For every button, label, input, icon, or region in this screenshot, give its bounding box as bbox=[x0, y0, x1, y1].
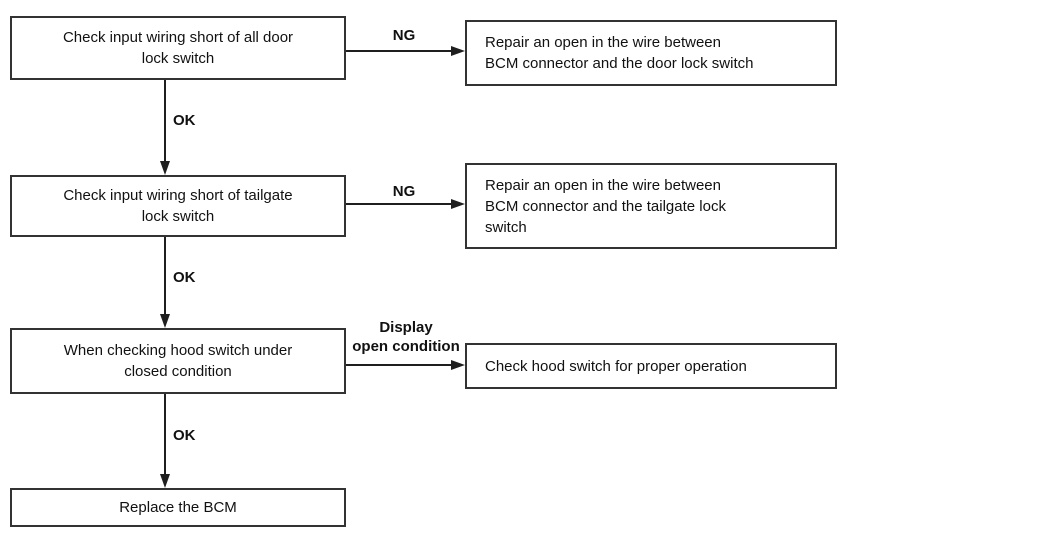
arrowhead-right-icon bbox=[451, 199, 465, 209]
arrowhead-right-icon bbox=[451, 46, 465, 56]
arrow-line-ng-1 bbox=[346, 50, 452, 52]
arrow-line-ok-3 bbox=[164, 394, 166, 476]
label-ok-1: OK bbox=[173, 112, 196, 129]
label-ok-3: OK bbox=[173, 427, 196, 444]
result-box-repair-door-lock-wire: Repair an open in the wire between BCM c… bbox=[465, 20, 837, 86]
result-box-repair-tailgate-lock-wire: Repair an open in the wire between BCM c… bbox=[465, 163, 837, 249]
arrowhead-down-icon bbox=[160, 314, 170, 328]
process-box-check-door-lock-switch: Check input wiring short of all door loc… bbox=[10, 16, 346, 80]
label-ng-2: NG bbox=[392, 183, 416, 200]
arrowhead-right-icon bbox=[451, 360, 465, 370]
label-ng-1: NG bbox=[392, 27, 416, 44]
process-box-check-tailgate-lock-switch: Check input wiring short of tailgate loc… bbox=[10, 175, 346, 237]
arrowhead-down-icon bbox=[160, 161, 170, 175]
arrow-line-ok-1 bbox=[164, 80, 166, 164]
process-box-check-hood-switch-closed: When checking hood switch under closed c… bbox=[10, 328, 346, 394]
result-box-check-hood-switch-operation: Check hood switch for proper operation bbox=[465, 343, 837, 389]
arrow-line-ng-2 bbox=[346, 203, 452, 205]
label-display-open-condition: Display open condition bbox=[352, 319, 460, 355]
label-ok-2: OK bbox=[173, 269, 196, 286]
arrow-line-ok-2 bbox=[164, 237, 166, 316]
arrow-line-display-open-condition bbox=[346, 364, 452, 366]
arrowhead-down-icon bbox=[160, 474, 170, 488]
process-box-replace-bcm: Replace the BCM bbox=[10, 488, 346, 527]
